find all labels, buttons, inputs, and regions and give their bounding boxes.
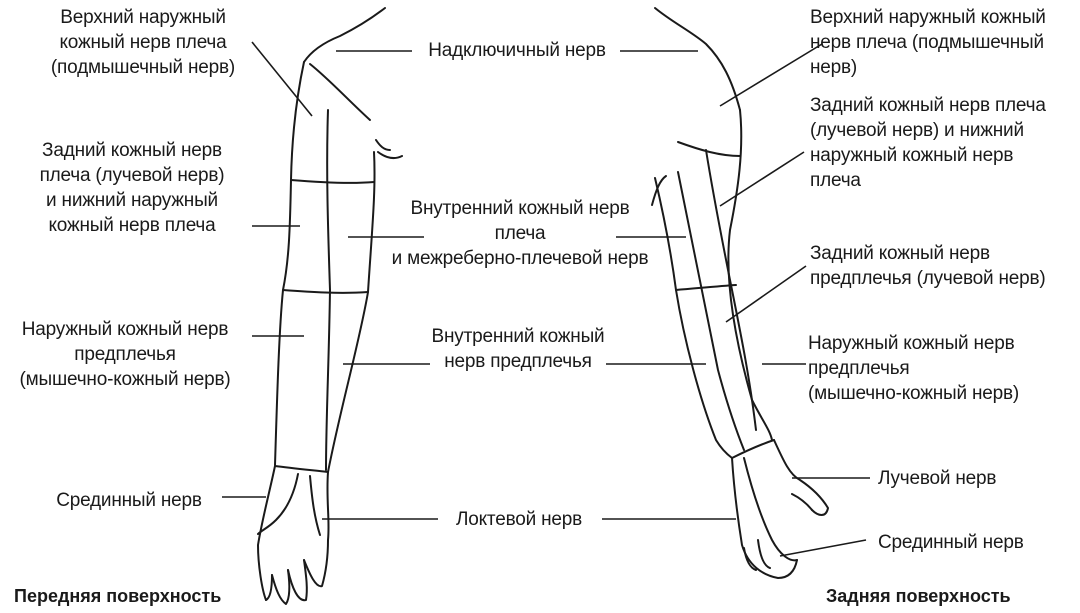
- label-ulnar: Локтевой нерв: [455, 509, 583, 530]
- label-upper-lateral-front: Верхний наружный кожный нерв плеча (подм…: [50, 7, 236, 78]
- back-view-title: Задняя поверхность: [826, 586, 1011, 606]
- front-view-title: Передняя поверхность: [14, 586, 222, 606]
- label-median-front: Срединный нерв: [56, 490, 202, 511]
- label-posterior-front: Задний кожный нерв плеча (лучевой нерв) …: [39, 140, 225, 236]
- label-posterior-forearm-back: Задний кожный нерв предплечья (лучевой н…: [810, 243, 1046, 289]
- label-medial-forearm: Внутренний кожный нерв предплечья: [431, 326, 605, 372]
- label-posterior-back: Задний кожный нерв плеча (лучевой нерв) …: [810, 95, 1046, 191]
- label-lateral-forearm-front: Наружный кожный нерв предплечья (мышечно…: [19, 319, 231, 390]
- label-radial-back: Лучевой нерв: [878, 468, 997, 489]
- front-arm-outline: [257, 7, 403, 605]
- leader-lines: [222, 41, 870, 557]
- label-upper-lateral-back: Верхний наружный кожный нерв плеча (подм…: [810, 7, 1046, 78]
- label-supraclavicular: Надключичный нерв: [428, 40, 606, 61]
- label-median-back: Срединный нерв: [878, 532, 1024, 553]
- label-medial-brachial: Внутренний кожный нерв плеча и межреберн…: [391, 198, 649, 269]
- label-lateral-forearm-back: Наружный кожный нерв предплечья (мышечно…: [808, 333, 1019, 404]
